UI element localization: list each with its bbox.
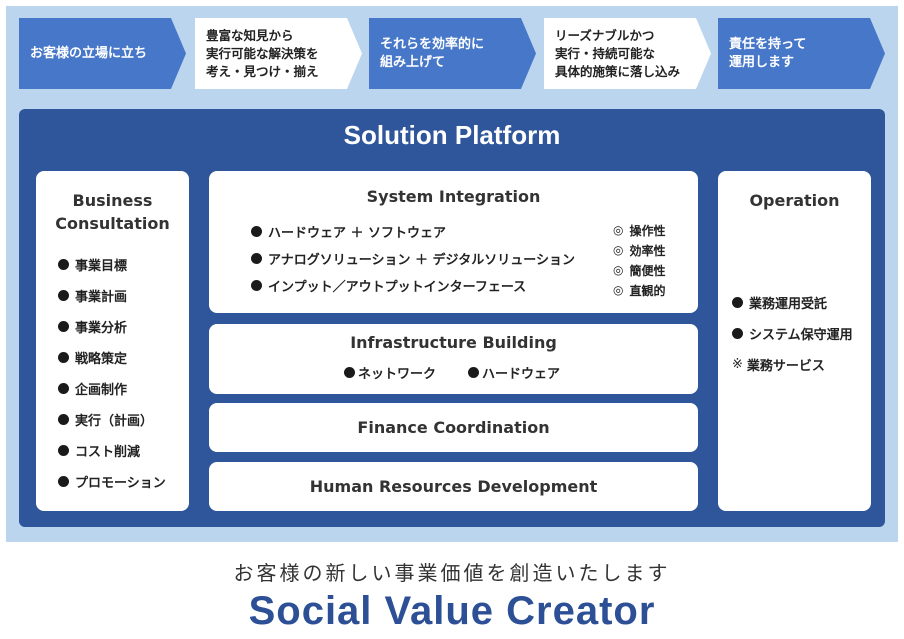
list-item: 戦略策定 [58, 342, 166, 373]
list-item: ◎効率性 [613, 243, 666, 258]
bullet-dot-icon [251, 280, 262, 291]
list-item: ※業務サービス [732, 357, 825, 374]
list-item: システム保守運用 [732, 318, 853, 349]
list-item: ◎操作性 [613, 223, 666, 238]
infrastructure-building-list: ネットワーク ハードウェア [344, 362, 560, 382]
operation-list: 業務運用受託 システム保守運用 ※業務サービス [732, 287, 853, 380]
double-circle-icon: ◎ [613, 243, 624, 257]
reference-mark-icon: ※ [732, 357, 743, 372]
system-integration-box: System Integration ハードウェア ＋ ソフトウェア アナログソ… [209, 171, 698, 313]
list-item: 企画制作 [58, 373, 166, 404]
list-item: ◎直観的 [613, 283, 666, 298]
bullet-dot-icon [732, 328, 743, 339]
list-item: ◎簡便性 [613, 263, 666, 278]
business-consultation-title: Business Consultation [55, 191, 170, 233]
list-item: ハードウェア [468, 362, 560, 382]
list-item: コスト削減 [58, 435, 166, 466]
human-resources-development-box: Human Resources Development [209, 462, 698, 511]
bullet-dot-icon [251, 226, 262, 237]
bullet-dot-icon [344, 366, 355, 378]
bullet-dot-icon [468, 366, 480, 378]
bullet-dot-icon [58, 259, 69, 270]
bullet-dot-icon [58, 414, 69, 425]
list-item: 事業分析 [58, 311, 166, 342]
bullet-dot-icon [251, 253, 262, 264]
bullet-dot-icon [58, 290, 69, 301]
operation-box: Operation 業務運用受託 システム保守運用 ※業務サービス [718, 171, 871, 511]
bullet-dot-icon [58, 383, 69, 394]
double-circle-icon: ◎ [613, 283, 624, 297]
list-item: 実行（計画） [58, 404, 166, 435]
list-item: 事業計画 [58, 280, 166, 311]
operation-title: Operation [749, 191, 840, 210]
human-resources-development-title: Human Resources Development [309, 477, 598, 496]
bullet-dot-icon [58, 476, 69, 487]
process-step-4: リーズナブルかつ 実行・持続可能な 具体的施策に落し込み [544, 18, 711, 89]
process-step-2: 豊富な知見から 実行可能な解決策を 考え・見つけ・揃え [195, 18, 362, 89]
list-item: インプット／アウトプットインターフェース [251, 272, 575, 299]
process-step-3: それらを効率的に 組み上げて [369, 18, 536, 89]
brand-logo-text: Social Value Creator [248, 589, 656, 633]
system-integration-list: ハードウェア ＋ ソフトウェア アナログソリューション ＋ デジタルソリューショ… [251, 218, 575, 299]
double-circle-icon: ◎ [613, 223, 624, 237]
bullet-dot-icon [58, 445, 69, 456]
list-item: 事業目標 [58, 249, 166, 280]
infrastructure-building-box: Infrastructure Building ネットワーク ハードウェア [209, 324, 698, 394]
list-item: ネットワーク [344, 362, 436, 382]
business-consultation-list: 事業目標 事業計画 事業分析 戦略策定 企画制作 実行（計画） コスト削減 プロ… [58, 249, 166, 497]
tagline: お客様の新しい事業価値を創造いたします [233, 561, 671, 585]
process-step-1: お客様の立場に立ち [19, 18, 186, 89]
infrastructure-building-title: Infrastructure Building [350, 333, 557, 352]
bullet-dot-icon [58, 352, 69, 363]
system-integration-title: System Integration [366, 187, 541, 206]
platform-title: Solution Platform [343, 120, 561, 150]
system-integration-qualities: ◎操作性 ◎効率性 ◎簡便性 ◎直観的 [613, 220, 666, 300]
business-consultation-box: Business Consultation 事業目標 事業計画 事業分析 戦略策… [36, 171, 189, 511]
list-item: プロモーション [58, 466, 166, 497]
list-item: アナログソリューション ＋ デジタルソリューション [251, 245, 575, 272]
process-step-5: 責任を持って 運用します [718, 18, 885, 89]
finance-coordination-title: Finance Coordination [357, 418, 550, 437]
list-item: 業務運用受託 [732, 287, 853, 318]
list-item: ハードウェア ＋ ソフトウェア [251, 218, 575, 245]
finance-coordination-box: Finance Coordination [209, 403, 698, 452]
bullet-dot-icon [732, 297, 743, 308]
double-circle-icon: ◎ [613, 263, 624, 277]
bullet-dot-icon [58, 321, 69, 332]
